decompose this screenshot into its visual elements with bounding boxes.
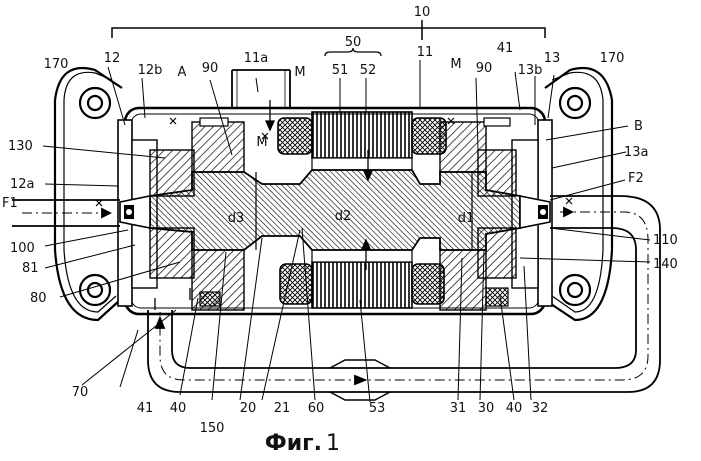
label-30: 30 (478, 401, 495, 416)
impeller-right (520, 196, 550, 228)
label-40-left: 40 (170, 401, 187, 416)
label-F2: F2 (628, 171, 644, 186)
label-31: 31 (450, 401, 467, 416)
label-53: 53 (369, 401, 386, 416)
label-41-bottom: 41 (137, 401, 154, 416)
label-12: 12 (104, 51, 121, 66)
inlet-pipe-left (12, 200, 120, 226)
label-170-right: 170 (600, 51, 625, 66)
label-81: 81 (22, 261, 39, 276)
label-d2: d2 (335, 209, 352, 224)
inlet-tube-11a (232, 70, 290, 108)
label-140: 140 (653, 257, 678, 272)
impeller-left (120, 196, 150, 228)
label-11a: 11a (244, 51, 269, 66)
label-90-left: 90 (202, 61, 219, 76)
label-10: 10 (414, 5, 431, 20)
mount-bracket-right (545, 68, 612, 320)
label-M-right: M (450, 57, 461, 72)
label-52: 52 (360, 63, 377, 78)
label-32: 32 (532, 401, 549, 416)
label-20: 20 (240, 401, 257, 416)
label-A: A (178, 65, 187, 80)
label-50: 50 (345, 35, 362, 50)
label-13: 13 (544, 51, 561, 66)
label-12b: 12b (138, 63, 163, 78)
label-F1: F1 (2, 196, 18, 211)
label-13b: 13b (518, 63, 543, 78)
label-150: 150 (200, 421, 225, 436)
label-70: 70 (72, 385, 89, 400)
label-110: 110 (653, 233, 678, 248)
label-100: 100 (10, 241, 35, 256)
label-130: 130 (8, 139, 33, 154)
label-M-center: M (256, 135, 267, 150)
label-B: B (634, 119, 643, 134)
label-80: 80 (30, 291, 47, 306)
label-11: 11 (417, 45, 434, 60)
figure-caption-number: 1 (326, 431, 340, 456)
label-60: 60 (308, 401, 325, 416)
label-13a: 13a (624, 145, 649, 160)
label-d1: d1 (458, 211, 475, 226)
label-90-right: 90 (476, 61, 493, 76)
label-21: 21 (274, 401, 291, 416)
label-170-left: 170 (44, 57, 69, 72)
label-41-top: 41 (497, 41, 514, 56)
figure-caption-word: Фиг. (265, 431, 322, 456)
label-d3: d3 (228, 211, 245, 226)
label-51: 51 (332, 63, 349, 78)
label-40-right: 40 (506, 401, 523, 416)
label-M-top: M (294, 65, 305, 80)
label-12a: 12a (10, 177, 35, 192)
bracket-10 (112, 20, 545, 40)
